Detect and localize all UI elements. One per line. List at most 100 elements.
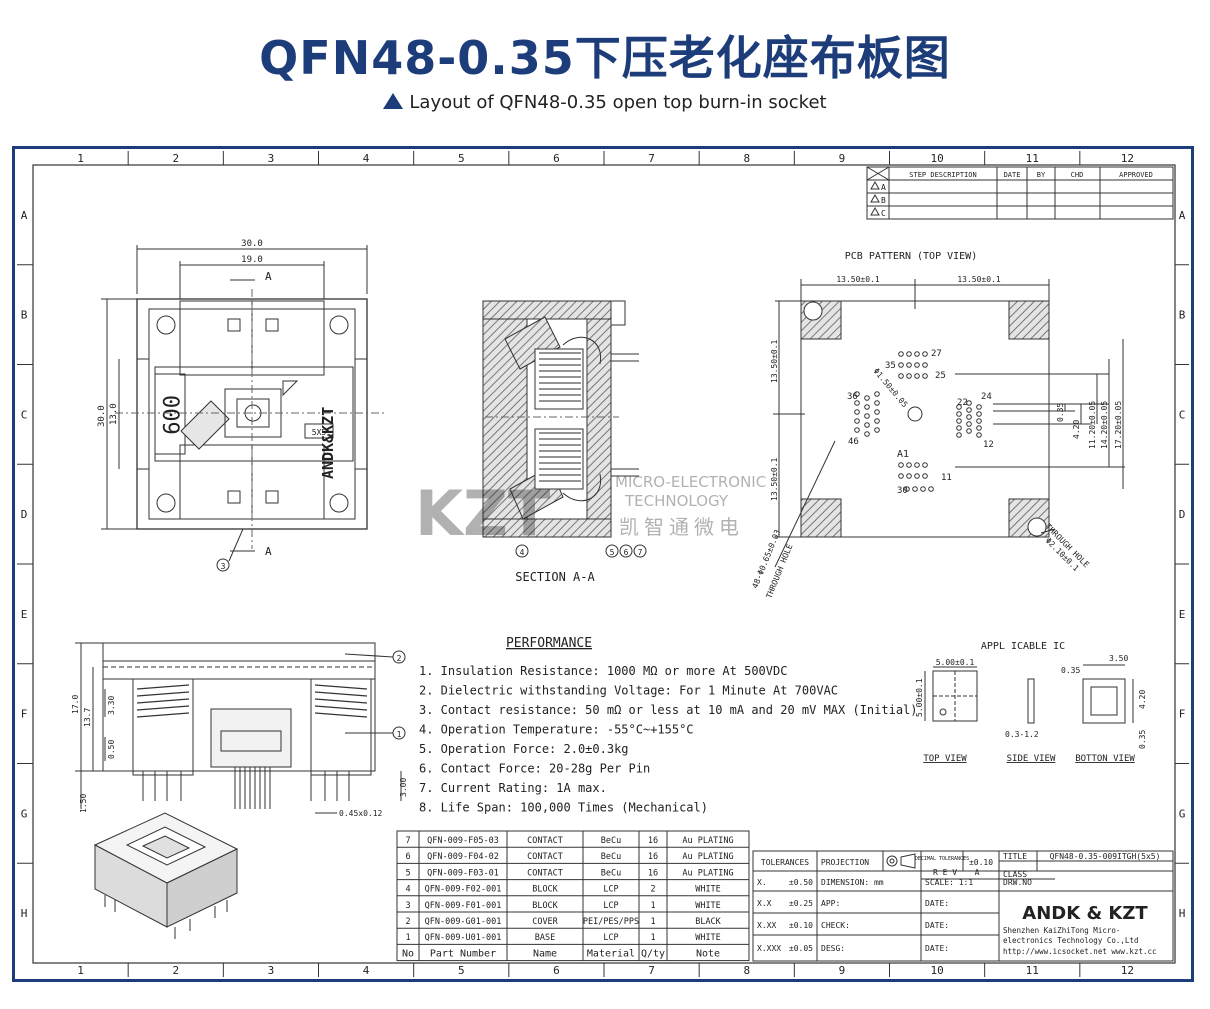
dim-top-inner: 19.0	[241, 255, 263, 265]
pcb-center-hole: Φ1.50±0.05	[871, 367, 909, 410]
tb-check: CHECK:	[821, 921, 850, 930]
grid-col-bottom-5: 5	[458, 964, 465, 977]
bom-header-2: Name	[533, 948, 557, 959]
grid-col-bottom-3: 3	[268, 964, 275, 977]
dim-top-outer: 30.0	[241, 239, 263, 249]
watermark-en2: TECHNOLOGY	[624, 492, 729, 510]
tb-class: CLASS	[1003, 870, 1027, 879]
grid-row-left-D: D	[21, 508, 28, 521]
bom-cell-6-0: 1	[405, 933, 410, 943]
grid-col-top-1: 1	[77, 152, 84, 165]
bom-cell-5-4: 1	[650, 917, 655, 927]
pin-35: 35	[885, 361, 896, 371]
tb-rev-val: A	[975, 868, 980, 877]
side-dim-3-30: 3.30	[107, 696, 116, 715]
watermark-cn: 凯智通微电	[619, 515, 744, 539]
dim-top-half: 13.0	[109, 403, 119, 425]
contact-springs	[539, 336, 602, 502]
grid-col-top-5: 5	[458, 152, 465, 165]
performance-item-6: 6. Contact Force: 20-28g Per Pin	[419, 762, 650, 776]
grid-col-bottom-11: 11	[1026, 964, 1039, 977]
tb-tol-0-key: X.	[757, 878, 767, 887]
bom-cell-6-1: QFN-009-U01-001	[425, 933, 502, 943]
revision-table: STEP DESCRIPTION DATE BY CHD APPROVED A …	[866, 166, 1174, 220]
tb-tolerances: TOLERANCES	[761, 858, 809, 867]
tb-scale: SCALE: 1:1	[925, 878, 973, 887]
grid-col-bottom-6: 6	[553, 964, 560, 977]
grid-row-left-E: E	[21, 608, 28, 621]
grid-col-top-11: 11	[1026, 152, 1039, 165]
bom-cell-4-4: 1	[650, 901, 655, 911]
grid-col-top-6: 6	[553, 152, 560, 165]
grid-row-right-F: F	[1179, 708, 1186, 721]
grid-row-right-H: H	[1179, 907, 1186, 920]
brand-mark: ANDK&KZT	[319, 407, 337, 479]
rev-header-by: BY	[1037, 171, 1046, 179]
page-title: QFN48-0.35下压老化座布板图	[259, 31, 951, 85]
watermark-logo: KZT	[415, 477, 550, 550]
rev-row-a: A	[881, 183, 886, 192]
section-label: SECTION A-A	[515, 570, 595, 584]
pin-11: 11	[941, 473, 952, 483]
grid-col-bottom-1: 1	[77, 964, 84, 977]
tb-title-label: TITLE	[1003, 852, 1027, 861]
bom-cell-5-5: BLACK	[695, 917, 721, 927]
ic-top-dim-h: 5.00±0.1	[915, 678, 924, 717]
bom-header-0: No	[402, 948, 414, 959]
side-dim-3-00: 3.00	[399, 778, 408, 797]
grid-col-bottom-12: 12	[1121, 964, 1134, 977]
socket-3d-sketch	[93, 812, 239, 939]
tb-tol-0-val: ±0.50	[789, 878, 813, 887]
tb-tol-3-val: ±0.05	[789, 944, 813, 953]
tb-drw-no: DRW.NO	[1003, 878, 1032, 887]
grid-row-right-E: E	[1179, 608, 1186, 621]
watermark-en1: MICRO-ELECTRONIC	[615, 473, 766, 491]
grid-row-right-B: B	[1179, 309, 1186, 322]
pin-22: 22	[957, 398, 968, 408]
bom-cell-4-3: LCP	[603, 901, 618, 911]
bom-cell-6-3: LCP	[603, 933, 618, 943]
side-springs	[136, 684, 368, 718]
pcb-dim-4-20: 4.20	[1072, 420, 1081, 439]
grid-col-top-7: 7	[648, 152, 655, 165]
pcb-dim-v-bottom: 13.50±0.1	[770, 457, 779, 501]
bom-cell-1-4: 16	[648, 852, 658, 862]
pin-a1: A1	[897, 449, 909, 460]
bom-cell-6-2: BASE	[535, 933, 555, 943]
ic-view-top: TOP VIEW	[923, 754, 967, 764]
grid-col-bottom-4: 4	[363, 964, 370, 977]
ic-title: APPL ICABLE IC	[981, 641, 1065, 652]
grid-col-bottom-10: 10	[930, 964, 943, 977]
side-dim-0-50: 0.50	[107, 740, 116, 759]
grid-row-right-D: D	[1179, 508, 1186, 521]
pcb-pads	[854, 351, 982, 492]
tb-tol-2-val: ±0.10	[789, 921, 813, 930]
tb-company-1: Shenzhen KaiZhiTong Micro-	[1003, 926, 1120, 935]
performance-title: PERFORMANCE	[506, 636, 592, 651]
tb-tol-2-key: X.XX	[757, 921, 776, 930]
performance-block: PERFORMANCE 1. Insulation Resistance: 10…	[419, 636, 918, 815]
performance-item-1: 1. Insulation Resistance: 1000 MΩ or mor…	[419, 664, 787, 678]
ic-bottom-dim-0-35b: 0.35	[1138, 730, 1147, 749]
side-pins	[142, 767, 350, 809]
ic-view-bottom: BOTTON VIEW	[1075, 754, 1135, 764]
grid-col-top-9: 9	[839, 152, 846, 165]
applicable-ic: APPL ICABLE IC 5.00±0.1 5.00±0.1 0.3-1.2…	[915, 641, 1147, 764]
bom-cell-0-0: 7	[405, 836, 410, 846]
performance-item-2: 2. Dielectric withstanding Voltage: For …	[419, 684, 838, 698]
pin-25: 25	[935, 371, 946, 381]
pin-36: 36	[847, 392, 858, 402]
tb-app: APP:	[821, 899, 840, 908]
page-subtitle: Layout of QFN48-0.35 open top burn-in so…	[0, 92, 1210, 113]
callout-3: 3	[221, 562, 226, 571]
pcb-dim-h-right: 13.50±0.1	[957, 275, 1001, 284]
grid-row-right-C: C	[1179, 408, 1186, 421]
rev-header-chd: CHD	[1071, 171, 1084, 179]
pcb-dim-0-35: 0.35	[1056, 403, 1065, 422]
bom-cell-3-1: QFN-009-F02-001	[425, 885, 502, 895]
ic-top-dim-w: 5.00±0.1	[936, 658, 975, 667]
grid-col-top-10: 10	[930, 152, 943, 165]
bom-cell-1-0: 6	[405, 852, 410, 862]
